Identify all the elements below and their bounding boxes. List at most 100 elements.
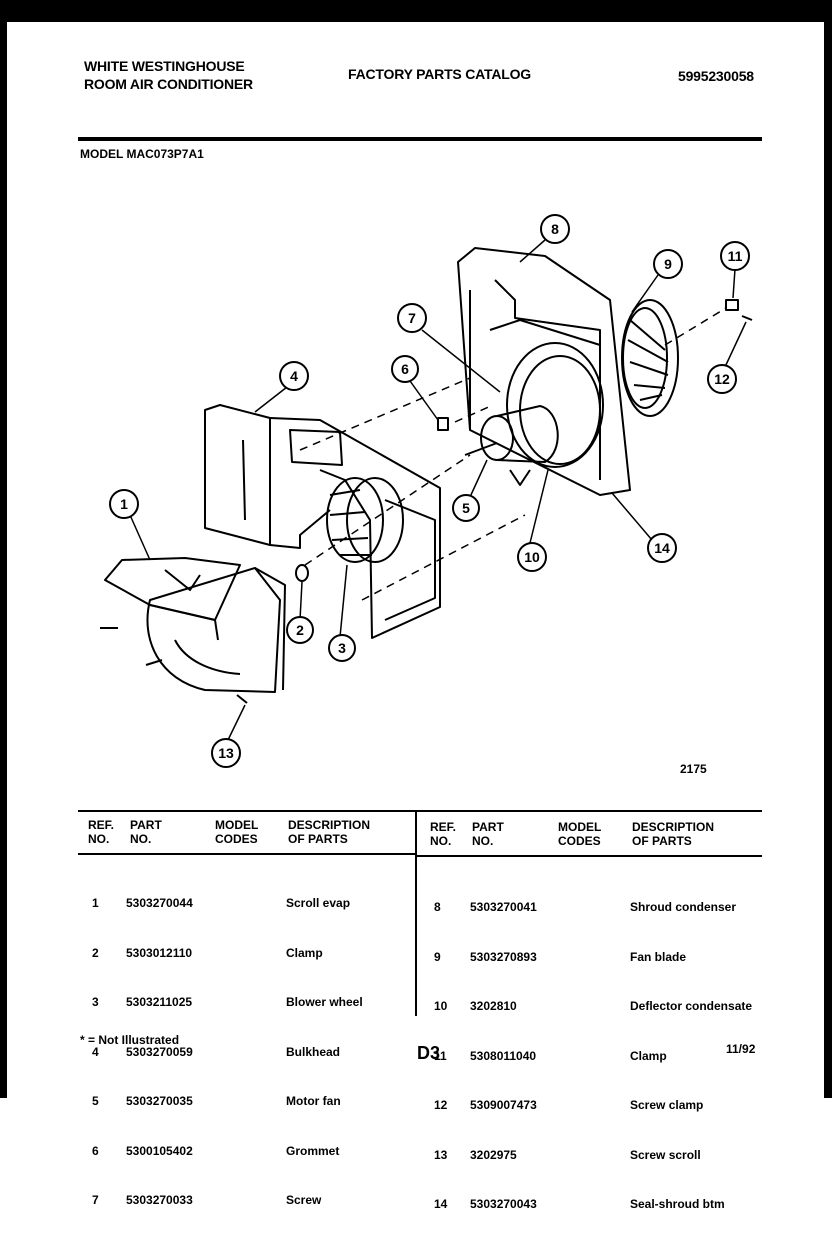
table-row-part: 5303270893 — [470, 949, 537, 964]
table-row-ref: 2 — [92, 945, 99, 960]
left-ref-column: 1 2 3 4 5 6 7 — [92, 862, 105, 1242]
table-row-desc: Grommet — [286, 1143, 340, 1158]
table-row-part: 5303270033 — [126, 1193, 193, 1207]
callout-2-label: 2 — [296, 622, 304, 638]
callout-11: 11 — [720, 241, 750, 271]
table-row-part: 3202975 — [470, 1147, 517, 1162]
table-row-ref: 12 — [434, 1098, 448, 1112]
scroll-evap-part — [100, 557, 286, 693]
shroud-condenser-part — [457, 247, 631, 496]
brand-line-2: ROOM AIR CONDITIONER — [84, 76, 253, 92]
table-row-part: 5303270041 — [470, 900, 537, 914]
table-row-part: 5303270044 — [126, 896, 193, 910]
callout-7: 7 — [397, 303, 427, 333]
table-row-desc: Screw clamp — [630, 1098, 704, 1112]
brand-line-1: WHITE WESTINGHOUSE — [84, 58, 245, 74]
callout-8: 8 — [540, 214, 570, 244]
callout-9: 9 — [653, 249, 683, 279]
table-row-part: 5303270035 — [126, 1094, 193, 1108]
table-row-part: 5303012110 — [126, 945, 193, 960]
callout-10-label: 10 — [524, 549, 540, 565]
table-row-part: 5308011040 — [470, 1048, 537, 1063]
table-row-ref: 7 — [92, 1193, 99, 1207]
scan-border-top — [0, 0, 832, 22]
table-row-ref: 8 — [434, 900, 441, 914]
callout-14-label: 14 — [654, 540, 670, 556]
callout-13-label: 13 — [218, 745, 234, 761]
callout-3: 3 — [328, 634, 356, 662]
scan-border-right — [824, 0, 832, 1098]
table-row-part: 3202810 — [470, 999, 517, 1013]
callout-3-label: 3 — [338, 640, 346, 656]
scan-border-left — [0, 0, 7, 1098]
table-row-ref: 1 — [92, 896, 99, 910]
callout-10: 10 — [517, 542, 547, 572]
table-row-ref: 5 — [92, 1094, 99, 1108]
blower-wheel-part — [326, 477, 404, 563]
callout-13: 13 — [211, 738, 241, 768]
table-row-desc: Deflector condensate — [630, 999, 753, 1013]
right-header-ref: REF.NO. — [430, 820, 457, 848]
table-row-ref: 6 — [92, 1143, 99, 1158]
callout-1-label: 1 — [120, 496, 128, 512]
callout-1: 1 — [109, 489, 139, 519]
grommet-part — [437, 417, 449, 431]
table-center-divider — [415, 812, 417, 1016]
table-row-ref: 3 — [92, 995, 99, 1009]
callout-12-label: 12 — [714, 371, 730, 387]
table-row-desc: Clamp — [286, 945, 323, 960]
bulkhead-part — [204, 404, 441, 639]
table-row-ref: 13 — [434, 1147, 448, 1162]
callout-4-label: 4 — [290, 368, 298, 384]
catalog-number: 5995230058 — [678, 68, 754, 84]
callout-4: 4 — [279, 361, 309, 391]
callout-11-label: 11 — [728, 248, 743, 264]
callout-7-label: 7 — [408, 310, 416, 326]
table-row-ref: 9 — [434, 949, 441, 964]
fan-blade-part — [621, 299, 679, 417]
screw-scroll-part — [236, 694, 248, 704]
motor-fan-part — [464, 405, 559, 486]
left-part-column: 5303270044 5303012110 5303211025 5303270… — [126, 862, 193, 1242]
callout-2: 2 — [286, 616, 314, 644]
table-row-desc: Fan blade — [630, 949, 687, 964]
table-row-part: 5303270059 — [126, 1044, 193, 1059]
left-header-ref: REF.NO. — [88, 818, 115, 846]
table-row-ref: 14 — [434, 1197, 448, 1211]
diagram-code: 2175 — [680, 762, 707, 776]
table-row-desc: Screw — [286, 1193, 322, 1207]
table-row-desc: Blower wheel — [286, 995, 363, 1009]
callout-9-label: 9 — [664, 256, 672, 272]
callout-8-label: 8 — [551, 221, 559, 237]
table-row-desc: Clamp — [630, 1048, 667, 1063]
exploded-parts-diagram: 1 2 3 4 5 6 7 8 9 10 11 12 13 14 — [100, 214, 753, 768]
table-row-desc: Scroll evap — [286, 896, 351, 910]
table-top-rule — [78, 810, 762, 812]
not-illustrated-note: * = Not Illustrated — [80, 1033, 180, 1047]
callout-14: 14 — [647, 533, 677, 563]
table-row-ref: 10 — [434, 999, 448, 1013]
table-row-ref: 11 — [434, 1048, 447, 1063]
left-desc-column: Scroll evap Clamp Blower wheel Bulkhead … — [286, 862, 363, 1242]
table-row-part: 5300105402 — [126, 1143, 193, 1158]
table-right-header-rule — [417, 855, 762, 857]
table-row-desc: Bulkhead — [286, 1044, 341, 1059]
right-part-column: 5303270041 5303270893 3202810 5308011040… — [470, 866, 537, 1246]
catalog-date: 11/92 — [726, 1042, 756, 1056]
table-row-desc: Motor fan — [286, 1094, 341, 1108]
table-left-header-rule — [78, 853, 415, 855]
table-row-desc: Seal-shroud btm — [630, 1197, 725, 1211]
callout-5-label: 5 — [462, 500, 470, 516]
clamp-11-part — [725, 299, 739, 311]
callout-6-label: 6 — [401, 361, 409, 377]
page-number: D3 — [417, 1043, 441, 1063]
table-row-desc: Screw scroll — [630, 1147, 701, 1162]
table-row-part: 5303270043 — [470, 1197, 537, 1211]
table-row-desc: Shroud condenser — [630, 900, 737, 914]
table-row-ref: 4 — [92, 1044, 99, 1059]
